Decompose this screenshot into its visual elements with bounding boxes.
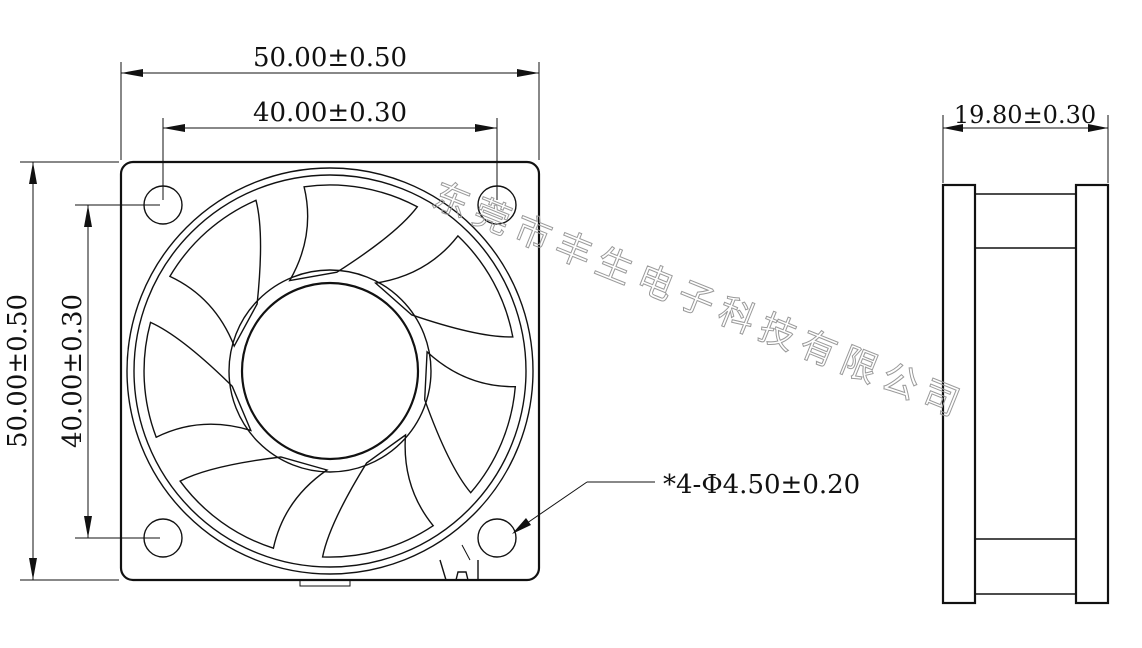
fan-hub xyxy=(240,281,420,461)
fan-blade xyxy=(321,433,435,558)
fan-blade xyxy=(179,456,329,550)
thickness-label: 19.80±0.30 xyxy=(954,101,1096,129)
hole-spacing-width-label: 40.00±0.30 xyxy=(253,98,407,128)
venturi-outer-ring xyxy=(126,167,534,575)
side-dimensions: 19.80±0.30 xyxy=(942,101,1109,183)
fan-blade xyxy=(288,184,419,282)
company-watermark: 东莞市丰生电子科技有限公司 xyxy=(427,175,973,427)
front-dimensions: 50.00±0.50 40.00±0.30 50.00±0.50 40.00±0… xyxy=(3,43,860,581)
fan-frame-outline xyxy=(119,160,541,582)
fan-blade xyxy=(423,350,517,494)
fan-blade xyxy=(143,321,253,439)
venturi-inner-ring xyxy=(133,174,527,568)
fan-blades xyxy=(143,184,517,558)
cable-exit-clip xyxy=(299,544,479,587)
overall-width-label: 50.00±0.50 xyxy=(253,43,407,73)
side-right-flange xyxy=(1074,183,1110,605)
side-left-flange xyxy=(941,183,977,605)
hub-outer-ring xyxy=(228,269,432,473)
hole-spacing-height-label: 40.00±0.30 xyxy=(58,294,88,448)
mounting-hole-bottom-right xyxy=(477,518,517,558)
fan-blade xyxy=(168,199,262,348)
fan-blade xyxy=(374,234,514,338)
mounting-hole-callout: *4-Φ4.50±0.20 xyxy=(663,470,860,500)
side-view xyxy=(941,183,1110,605)
overall-height-label: 50.00±0.50 xyxy=(3,294,33,448)
